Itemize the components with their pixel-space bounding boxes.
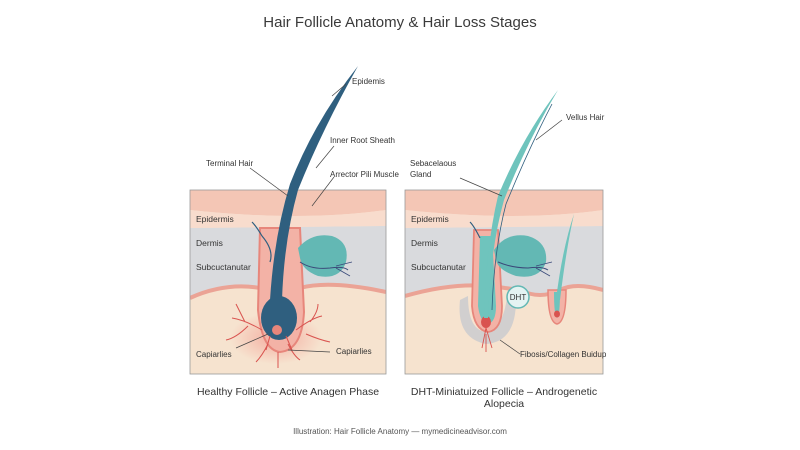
label-sebaceous-line2: Gland [410,170,431,179]
label-capillaries-right: Capiarlies [336,347,372,356]
layer-label-dermis: Dermis [196,238,223,248]
label-sebaceous-line1: Sebacelaous [410,159,456,168]
vellus-hair [556,214,574,300]
miniaturized-hair [484,90,558,318]
epidermis-layer [405,190,603,216]
label-arrector-pili: Arrector Pili Muscle [330,170,399,179]
credit-line: Illustration: Hair Follicle Anatomy — my… [293,427,507,436]
arrector-pili-muscle [469,221,481,239]
label-inner-root-sheath: Inner Root Sheath [330,136,395,145]
miniaturized-caption: DHT-Miniatuized Follicle – Androgenetic … [410,386,598,410]
fibrosis-halo [459,290,516,344]
sebaceous-gland [494,235,547,277]
hair-bulb [261,296,297,340]
healthy-panel: Epidermis Dermis Subcuctanutar Epidemis … [189,66,399,375]
layer-label-subcutaneous: Subcuctanutar [196,262,251,272]
layer-label-dermis: Dermis [411,238,438,248]
arrector-pili-muscle [251,221,272,263]
layer-label-subcutaneous: Subcuctanutar [411,262,466,272]
capillaries [225,303,331,368]
label-capillaries-left: Capiarlies [196,350,232,359]
label-terminal-hair: Terminal Hair [206,159,253,168]
dht-marker [506,285,530,309]
gland-duct [299,261,349,271]
healthy-caption: Healthy Follicle – Active Anagen Phase [196,386,380,398]
label-fibrosis: Fibosis/Collagen Buidup [520,350,607,359]
dermis-boundary [405,283,603,298]
label-vellus-hair: Vellus Hair [566,113,605,122]
label-dht: DHT [510,293,527,302]
miniaturized-panel: Epidermis Dermis Subcuctanutar Vellus Ha… [404,90,607,375]
diagram-title: Hair Follicle Anatomy & Hair Loss Stages [263,14,537,31]
layer-label-epidermis: Epidermis [196,214,234,224]
terminal-hair [270,66,358,300]
label-epidermis-top: Epidemis [352,77,385,86]
layer-label-epidermis: Epidermis [411,214,449,224]
